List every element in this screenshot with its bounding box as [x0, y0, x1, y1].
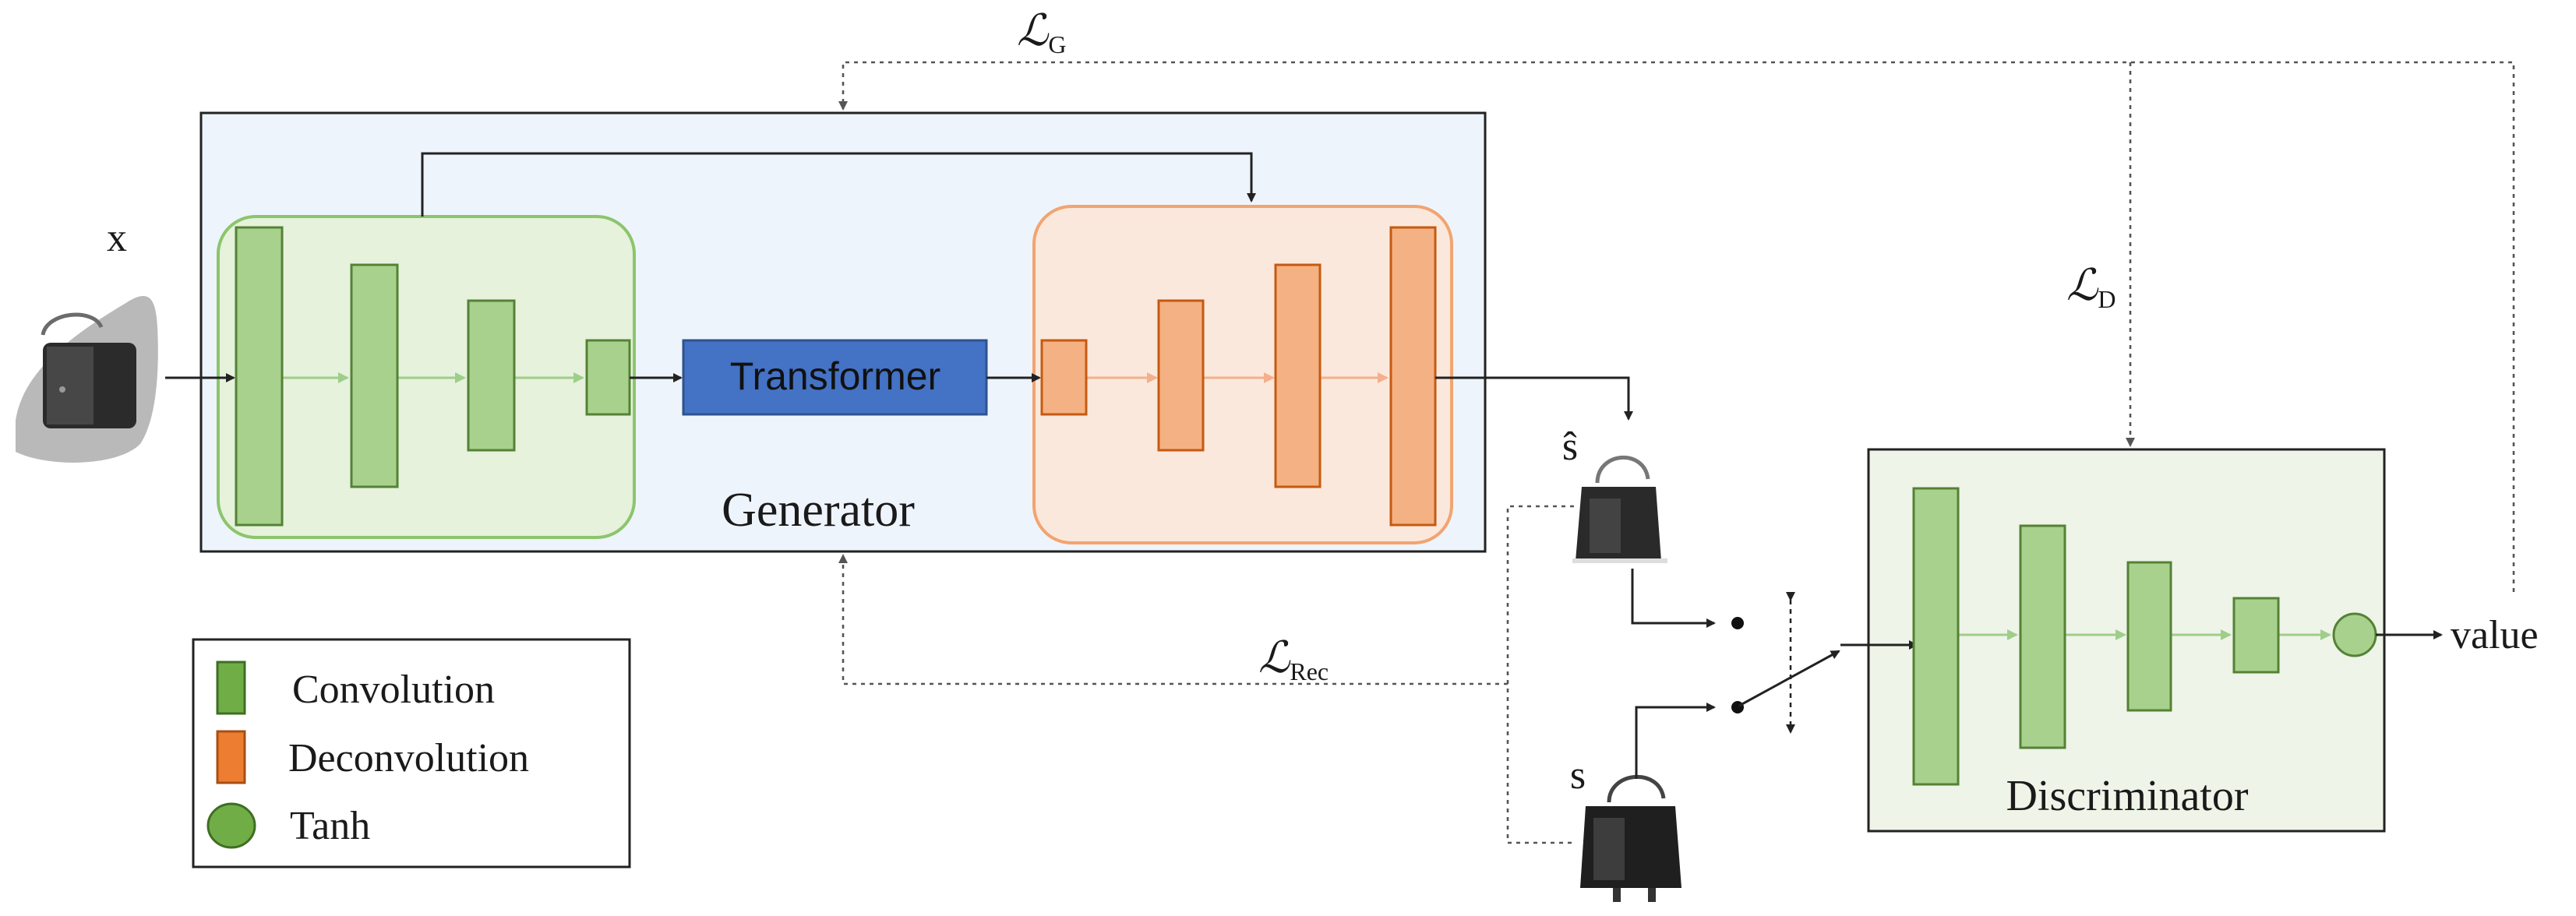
- output-label-value: value: [2451, 613, 2539, 657]
- reconstruction-loss-arrow: [838, 554, 1508, 685]
- legend-box: [192, 638, 631, 868]
- generator-loss-path: [838, 61, 2515, 592]
- transformer-label: Transformer: [730, 354, 940, 398]
- legend-tanh-label: Tanh: [290, 804, 370, 848]
- generator-output-arrow: [1435, 376, 1633, 421]
- generator-loss-label: ℒG: [1017, 7, 1066, 58]
- encoder-conv-block-2: [350, 263, 399, 488]
- legend-deconvolution-label: Deconvolution: [288, 736, 529, 780]
- legend-convolution-swatch: [216, 661, 246, 715]
- legend-convolution-label: Convolution: [292, 668, 495, 712]
- real-image-bag: [1580, 774, 1681, 902]
- input-image-bag: [16, 296, 158, 463]
- legend-tanh-swatch: [206, 802, 256, 849]
- generated-label-s-hat: ŝ: [1562, 425, 1578, 469]
- encoder-conv-block-3: [467, 299, 516, 452]
- legend: Convolution Deconvolution Tanh: [192, 638, 631, 868]
- real-label-s: s: [1570, 753, 1586, 798]
- reconstruction-loss-label: ℒRec: [1258, 634, 1329, 685]
- decoder-group: [1032, 205, 1453, 544]
- skip-connection-arrow: [421, 152, 1256, 217]
- generator-label: Generator: [722, 484, 915, 537]
- input-label-x: x: [107, 216, 127, 260]
- encoder-conv-block-4: [585, 339, 631, 416]
- discriminator-conv-block-3: [2126, 561, 2172, 712]
- decoder-deconv-block-4: [1389, 226, 1437, 527]
- decoder-deconv-block-2: [1157, 299, 1205, 452]
- legend-deconvolution-swatch: [216, 730, 246, 784]
- transformer-block: [682, 339, 988, 416]
- discriminator-label: Discriminator: [2006, 772, 2248, 820]
- generated-image-bag: [1572, 456, 1667, 563]
- encoder-conv-block-1: [235, 226, 284, 527]
- discriminator-conv-block-4: [2232, 597, 2280, 674]
- discriminator-loss-label: ℒD: [2066, 262, 2115, 313]
- decoder-deconv-block-3: [1274, 263, 1322, 488]
- decoder-deconv-block-1: [1040, 339, 1088, 416]
- switch-lever: [1738, 650, 1840, 707]
- reconstruction-loss-path: [1506, 505, 1574, 844]
- discriminator-conv-block-1: [1912, 487, 1960, 786]
- switch-contact-s-hat: [1731, 617, 1744, 629]
- tanh-activation-node: [2332, 612, 2377, 657]
- s-to-switch-arrow: [1635, 703, 1716, 779]
- s-hat-to-switch-arrow: [1631, 569, 1716, 628]
- discriminator-conv-block-2: [2019, 524, 2066, 749]
